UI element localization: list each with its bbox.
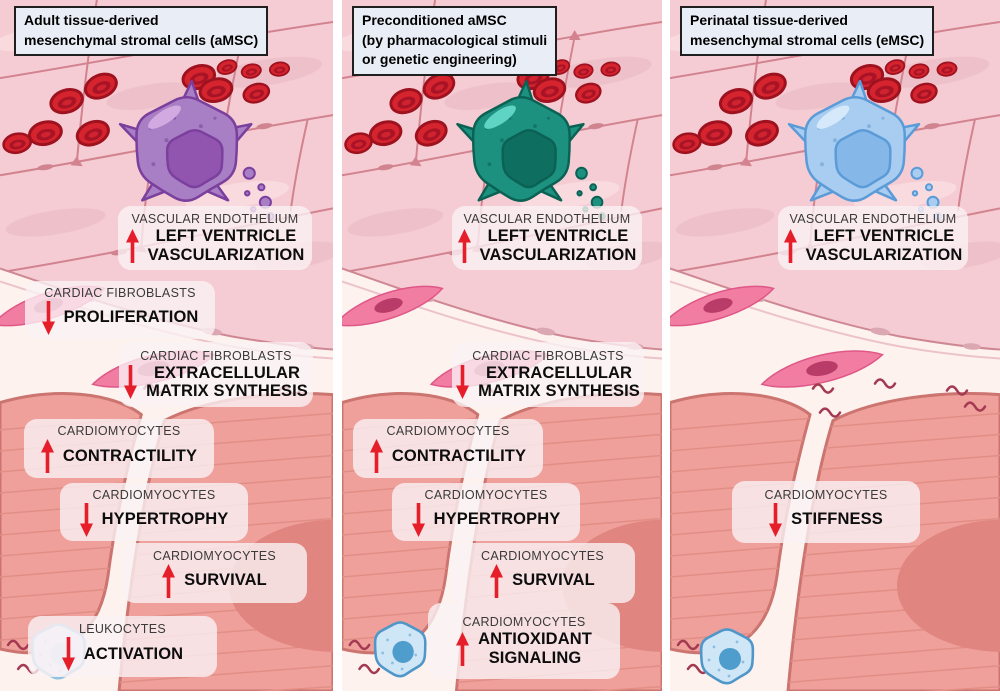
- increase-arrow-icon: [162, 563, 176, 598]
- cell-type-text: CARDIOMYOCYTES: [424, 487, 548, 502]
- cell-type-text: CARDIAC FIBROBLASTS: [140, 348, 292, 363]
- effect-text: MATRIX SYNTHESIS: [478, 382, 640, 400]
- decrease-arrow-icon: [456, 365, 469, 399]
- effect-text: CONTRACTILITY: [62, 446, 198, 465]
- cell-type-text: LEUKOCYTES: [78, 622, 167, 636]
- cell-type-text: CARDIAC FIBROBLASTS: [44, 285, 196, 300]
- panel-title-emsc: Perinatal tissue-derived mesenchymal str…: [680, 6, 935, 57]
- cardiac-tissue-illustration: [670, 0, 1000, 691]
- leukocyte-icon: [701, 629, 753, 683]
- effect-text: CONTRACTILITY: [391, 446, 527, 465]
- cell-type-text: CARDIOMYOCYTES: [57, 424, 181, 438]
- cell-type-text: CARDIOMYOCYTES: [153, 548, 276, 563]
- effect-text: LEFT VENTRICLE: [813, 227, 955, 246]
- label-fibroblast-ecm-synthesis: CARDIAC FIBROBLASTS EXTRACELLULAR MATRIX…: [119, 342, 313, 407]
- effect-text: VASCULARIZATION: [147, 245, 305, 264]
- cell-type-text: CARDIOMYOCYTES: [92, 487, 216, 502]
- effect-text: ANTIOXIDANT: [478, 630, 592, 649]
- increase-arrow-icon: [457, 228, 471, 263]
- label-fibroblast-ecm-synthesis: CARDIAC FIBROBLASTS EXTRACELLULAR MATRIX…: [452, 342, 644, 407]
- label-fibroblast-proliferation: CARDIAC FIBROBLASTS PROLIFERATION: [25, 281, 215, 339]
- effect-text: VASCULARIZATION: [805, 245, 963, 264]
- label-leukocyte-activation: LEUKOCYTES ACTIVATION: [28, 616, 217, 677]
- effect-text: PROLIFERATION: [63, 308, 199, 327]
- label-cardiomyocyte-contractility: CARDIOMYOCYTES CONTRACTILITY: [353, 419, 543, 478]
- decrease-arrow-icon: [42, 301, 55, 335]
- increase-arrow-icon: [490, 563, 504, 598]
- cell-type-text: VASCULAR ENDOTHELIUM: [789, 212, 957, 227]
- increase-arrow-icon: [369, 439, 383, 473]
- effect-text: SIGNALING: [488, 648, 582, 667]
- decrease-arrow-icon: [412, 503, 425, 537]
- effect-text: MATRIX SYNTHESIS: [146, 382, 308, 400]
- decrease-arrow-icon: [62, 637, 75, 671]
- panel-amsc: Adult tissue-derived mesenchymal stromal…: [0, 0, 333, 691]
- label-cardiomyocyte-survival: CARDIOMYOCYTES SURVIVAL: [450, 543, 635, 603]
- label-cardiomyocyte-stiffness: CARDIOMYOCYTES STIFFNESS: [732, 481, 920, 543]
- cell-type-text: CARDIOMYOCYTES: [481, 548, 604, 563]
- decrease-arrow-icon: [124, 365, 137, 399]
- effect-text: LEFT VENTRICLE: [155, 227, 297, 246]
- increase-arrow-icon: [783, 228, 797, 263]
- effect-text: SURVIVAL: [512, 571, 595, 590]
- effect-text: VASCULARIZATION: [479, 245, 637, 264]
- effect-text: EXTRACELLULAR: [485, 363, 633, 382]
- panel-emsc: Perinatal tissue-derived mesenchymal str…: [670, 0, 1000, 691]
- increase-arrow-icon: [125, 228, 139, 263]
- label-cardiomyocyte-hypertrophy: CARDIOMYOCYTES HYPERTROPHY: [60, 483, 248, 541]
- label-vascular-endothelium-vascularization: VASCULAR ENDOTHELIUM LEFT VENTRICLE VASC…: [778, 206, 968, 270]
- effect-text: EXTRACELLULAR: [153, 363, 301, 382]
- label-vascular-endothelium-vascularization: VASCULAR ENDOTHELIUM LEFT VENTRICLE VASC…: [118, 206, 312, 270]
- panel-title-preconditioned-amsc: Preconditioned aMSC (by pharmacological …: [352, 6, 558, 76]
- effect-text: STIFFNESS: [791, 510, 883, 529]
- decrease-arrow-icon: [80, 503, 93, 537]
- cell-type-text: CARDIOMYOCYTES: [764, 487, 888, 502]
- label-cardiomyocyte-survival: CARDIOMYOCYTES SURVIVAL: [122, 543, 307, 603]
- cell-type-text: VASCULAR ENDOTHELIUM: [463, 212, 631, 227]
- label-vascular-endothelium-vascularization: VASCULAR ENDOTHELIUM LEFT VENTRICLE VASC…: [452, 206, 642, 270]
- cell-type-text: VASCULAR ENDOTHELIUM: [131, 212, 299, 227]
- effect-text: LEFT VENTRICLE: [487, 227, 629, 246]
- panel-preconditioned-amsc: Preconditioned aMSC (by pharmacological …: [342, 0, 662, 691]
- effect-text: HYPERTROPHY: [433, 510, 561, 529]
- collagen-squiggles: [818, 378, 987, 418]
- cell-type-text: CARDIOMYOCYTES: [386, 424, 510, 438]
- effect-text: HYPERTROPHY: [101, 510, 229, 529]
- panel-title-amsc: Adult tissue-derived mesenchymal stromal…: [14, 6, 269, 57]
- increase-arrow-icon: [456, 631, 470, 666]
- increase-arrow-icon: [40, 439, 54, 473]
- decrease-arrow-icon: [769, 503, 782, 537]
- leukocyte-icon: [375, 622, 425, 676]
- cell-type-text: CARDIOMYOCYTES: [462, 615, 586, 630]
- cell-type-text: CARDIAC FIBROBLASTS: [472, 348, 624, 363]
- label-cardiomyocyte-hypertrophy: CARDIOMYOCYTES HYPERTROPHY: [392, 483, 580, 541]
- effect-text: ACTIVATION: [83, 644, 184, 663]
- label-cardiomyocyte-antioxidant-signaling: CARDIOMYOCYTES ANTIOXIDANT SIGNALING: [428, 603, 620, 679]
- effect-text: SURVIVAL: [184, 571, 267, 590]
- label-cardiomyocyte-contractility: CARDIOMYOCYTES CONTRACTILITY: [24, 419, 214, 478]
